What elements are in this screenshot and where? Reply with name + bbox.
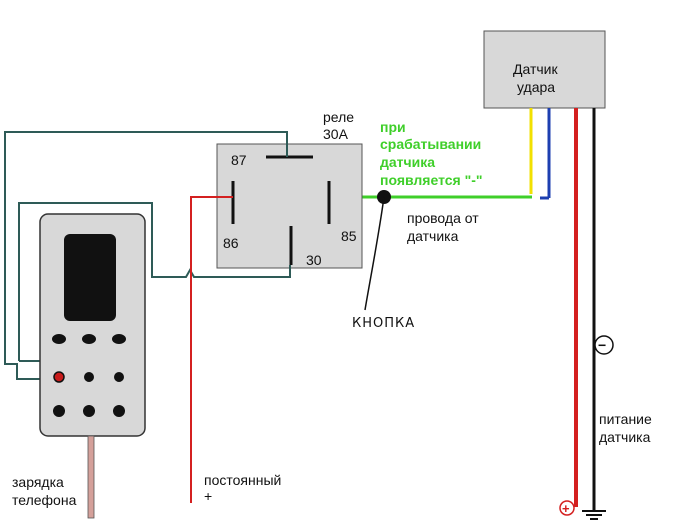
phone-charge-1: зарядка [12,474,64,490]
phone-charge-2: телефона [12,492,77,508]
plus-symbol-circle [559,500,575,516]
phone-key [113,405,125,417]
wires-label-1: провода от [407,210,479,226]
constant-plus-wire [190,196,233,503]
relay-pin-85: 85 [341,228,357,244]
minus-symbol-circle [594,335,614,355]
relay-pin-86: 86 [223,235,239,251]
phone-wire-to-30 [18,202,291,361]
constant-plus-2: + [204,488,212,504]
relay-pin-30: 30 [306,252,322,268]
sensor-box-label-2: удара [517,79,555,95]
charger-wire-to-87 [4,131,288,380]
trigger-note-4: появляется "-" [380,172,483,188]
trigger-note-1: при [380,119,406,135]
phone-key [82,334,96,344]
phone-key [114,372,124,382]
relay-rating: 30A [323,126,349,142]
phone-screen [64,234,116,321]
shock-sensor-box [483,30,606,109]
phone-key [52,334,66,344]
sensor-box-label-1: Датчик [513,61,558,77]
button-label: КНОПКА [352,316,415,331]
sensor-power-2: датчика [599,429,651,445]
phone-key [53,371,65,383]
trigger-note-3: датчика [380,154,435,170]
sensor-power-1: питание [599,411,652,427]
button-wire [364,196,385,311]
phone-keypad [52,334,126,417]
constant-plus-1: постоянный [204,472,281,488]
phone-key [84,372,94,382]
relay-title: реле [323,109,354,125]
relay-pin-87: 87 [231,152,247,168]
phone-charge-cable [87,435,95,519]
wires-label-2: датчика [407,228,459,244]
trigger-note-2: срабатывании [380,136,481,152]
phone-key [83,405,95,417]
ground-icon [582,510,606,520]
minus-symbol: − [598,337,606,353]
phone-key [53,405,65,417]
phone-key [112,334,126,344]
plus-symbol: + [562,501,570,516]
